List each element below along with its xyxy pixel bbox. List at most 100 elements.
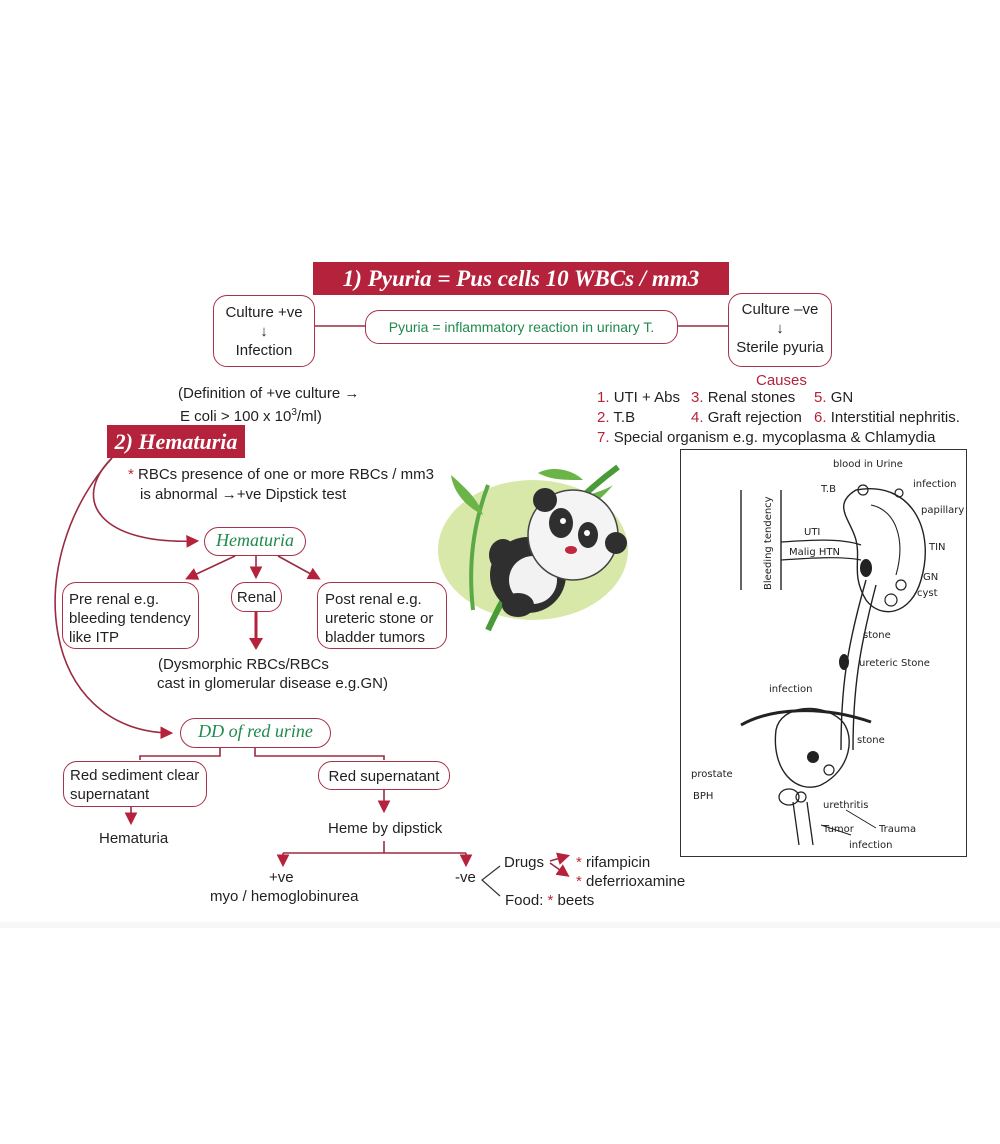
culture-positive-box: Culture +ve ↓ Infection: [213, 295, 315, 367]
panda-illustration: [438, 464, 628, 632]
cause-text: T.B: [613, 409, 636, 426]
bamboo-leaf: [538, 469, 583, 480]
ureter: [852, 584, 877, 751]
prostate: [778, 788, 800, 806]
sketch-label: Malig HTN: [789, 547, 840, 558]
drugs-label: Drugs: [504, 854, 545, 871]
bamboo-leaf: [451, 475, 483, 515]
sketch-drawing: blood in Urine T.B infection papillary n…: [691, 459, 966, 851]
beets-text: beets: [557, 892, 595, 909]
renal-vessel: [780, 539, 862, 546]
dd-red-urine-node: DD of red urine: [180, 718, 331, 748]
cause-text: Interstitial nephritis.: [830, 409, 960, 426]
sketch-label: prostate: [691, 769, 733, 780]
prerenal-line: like ITP: [69, 629, 120, 646]
pyuria-title: 1) Pyuria = Pus cells 10 WBCs / mm3: [313, 262, 729, 295]
bottom-band: [0, 922, 1000, 928]
gn-mark: [895, 579, 907, 591]
definition-text-b: /ml): [296, 408, 322, 425]
cause-item-6: 6. Interstitial nephritis.: [814, 408, 960, 427]
cause-text: GN: [830, 389, 854, 406]
rifampicin-item: * rifampicin: [576, 853, 650, 872]
kidney-stone: [860, 559, 872, 577]
myoglobinurea-label: myo / hemoglobinurea: [210, 888, 359, 905]
cause-item-5: 5. GN: [814, 388, 853, 407]
bladder-stone: [807, 751, 819, 763]
cause-item-3: 3. Renal stones: [691, 388, 795, 407]
panda-eye: [584, 530, 590, 536]
asterisk-icon: *: [576, 854, 582, 871]
asterisk-icon: *: [547, 892, 554, 909]
sketch-label: UTI: [804, 527, 820, 538]
prerenal-line: Pre renal e.g.: [69, 591, 160, 608]
cause-number: 3.: [691, 389, 704, 406]
kidney-outline: [843, 488, 926, 613]
postrenal-box: Post renal e.g. ureteric stone or bladde…: [317, 582, 447, 649]
bladder-wall: [740, 709, 872, 727]
dysmorphic-line-1: (Dysmorphic RBCs/RBCs: [158, 656, 329, 673]
sketch-label: T.B: [820, 484, 836, 495]
positive-label: +ve: [269, 869, 294, 886]
sketch-label: ureteric Stone: [859, 658, 930, 669]
bladder: [774, 707, 850, 788]
cause-number: 2.: [597, 409, 610, 426]
sketch-label: infection: [769, 684, 812, 695]
tb-lesion: [857, 484, 869, 496]
cause-number: 5.: [814, 389, 827, 406]
sketch-label: urethritis: [823, 800, 868, 811]
sketch-label: GN: [923, 572, 938, 583]
panda-paw: [502, 593, 534, 617]
cause-number: 4.: [691, 409, 704, 426]
cause-text: Renal stones: [707, 389, 796, 406]
prerenal-box: Pre renal e.g. bleeding tendency like IT…: [62, 582, 199, 649]
cause-text: Graft rejection: [707, 409, 802, 426]
pyuria-definition-box: Pyuria = inflammatory reaction in urinar…: [365, 310, 678, 344]
renal-vessel: [780, 557, 862, 561]
deferrioxamine-text: deferrioxamine: [586, 873, 686, 890]
sketch-label: cyst: [917, 588, 938, 599]
hematuria-leaf: Hematuria: [99, 830, 169, 847]
sketch-label: infection: [849, 840, 892, 851]
cause-number: 7.: [597, 429, 610, 446]
down-arrow-icon: ↓: [260, 323, 268, 340]
rbc-definition-line-2: is abnormal →+ve Dipstick test: [140, 486, 347, 503]
cause-item-4: 4. Graft rejection: [691, 408, 802, 427]
panda-eye: [560, 518, 566, 524]
culture-negative-label: Culture –ve: [741, 301, 819, 318]
cause-number: 6.: [814, 409, 827, 426]
rbc-definition-line-1: * RBCs presence of one or more RBCs / mm…: [128, 465, 434, 484]
rbc-text-1: RBCs presence of one or more RBCs / mm3: [138, 466, 434, 483]
bamboo-stalk: [469, 484, 490, 611]
sketch-label: Trauma: [878, 824, 916, 835]
asterisk-icon: *: [128, 466, 134, 483]
cause-number: 1.: [597, 389, 610, 406]
postrenal-line: Post renal e.g.: [325, 591, 422, 608]
cause-item-2: 2. T.B: [597, 408, 635, 427]
sketch-label: BPH: [693, 791, 713, 802]
panda-mouth: [565, 546, 577, 554]
urethra: [806, 801, 814, 846]
heme-dipstick-label: Heme by dipstick: [328, 820, 443, 837]
cause-text: UTI + Abs: [613, 389, 680, 406]
cause-item-7: 7. Special organism e.g. mycoplasma & Ch…: [597, 428, 936, 447]
down-arrow-icon: ↓: [776, 320, 784, 337]
red-sediment-line: Red sediment clear: [70, 767, 200, 784]
prerenal-line: bleeding tendency: [69, 610, 191, 627]
sketch-label: Tumor: [822, 824, 855, 835]
sterile-pyuria-label: Sterile pyuria: [736, 339, 824, 356]
sketch-label: stone: [857, 735, 885, 746]
definition-exponent: 3: [291, 407, 297, 418]
food-label: Food:: [505, 892, 544, 909]
ureteric-stone: [839, 654, 849, 670]
hematuria-node: Hematuria: [204, 527, 306, 556]
urethra: [792, 801, 800, 846]
renal-box: Renal: [231, 582, 282, 612]
definition-text-a: E coli > 100 x 10: [180, 408, 292, 425]
infection-label: Infection: [235, 342, 293, 359]
deferrioxamine-item: * deferrioxamine: [576, 872, 685, 891]
hematuria-title: 2) Hematuria: [107, 425, 245, 458]
bladder-tumor: [823, 764, 835, 776]
culture-positive-label: Culture +ve: [225, 304, 303, 321]
